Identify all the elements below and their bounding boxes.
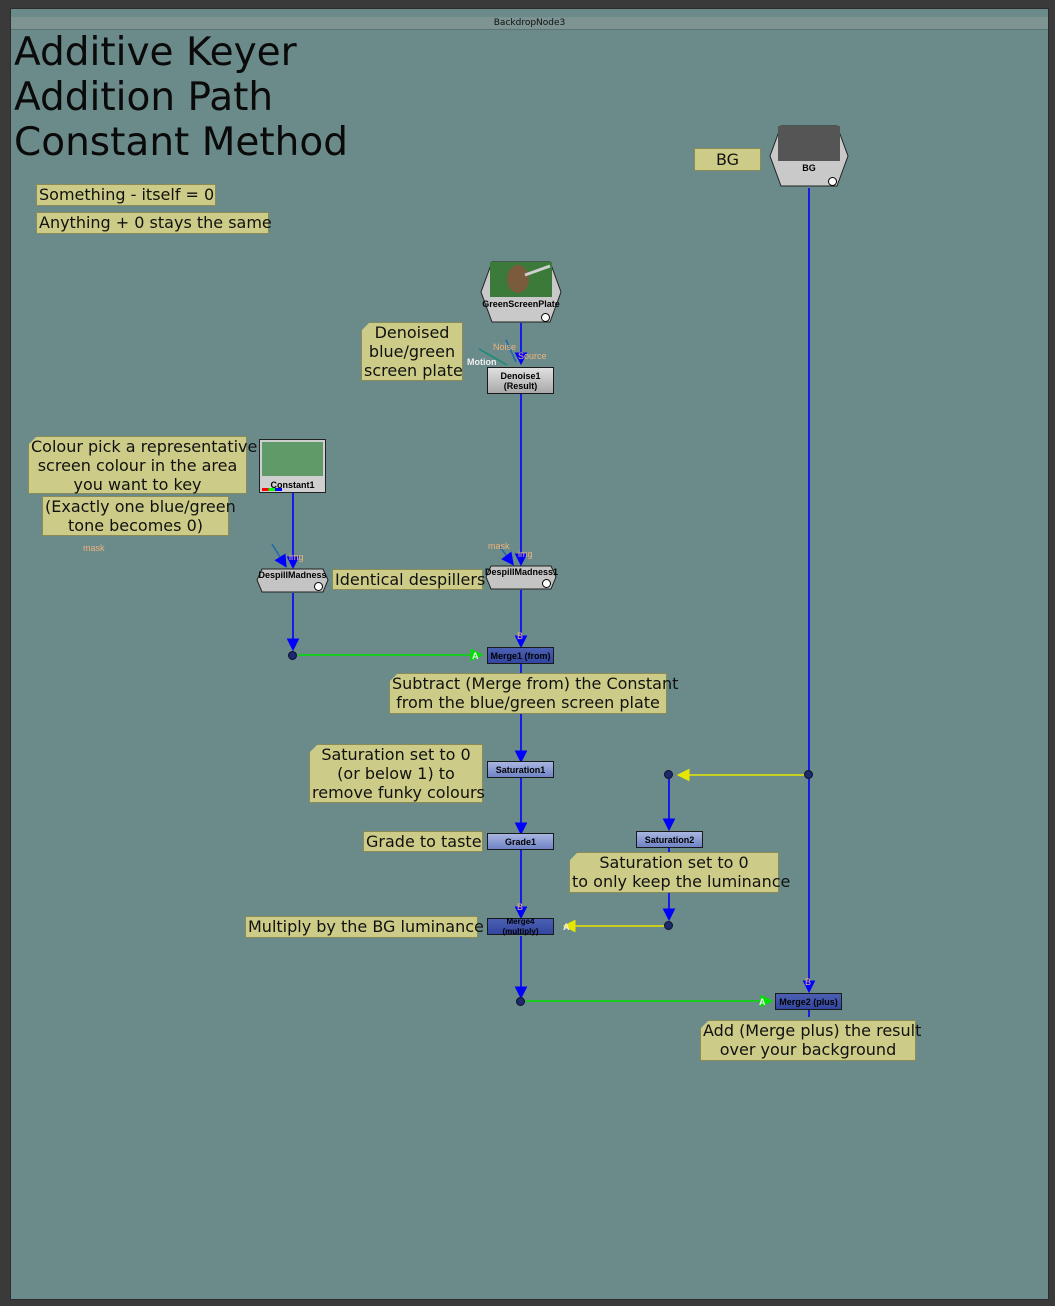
node-greenscreenplate[interactable]: GreenScreenPlate [480,261,562,323]
dot-constant[interactable] [288,651,297,660]
title-line-2: Addition Path [14,75,274,120]
rgb-channel-icon [262,488,282,491]
despill-right-shape [485,565,557,590]
node-constant-label: Constant1 [270,480,315,490]
sticky-exactly-one[interactable]: (Exactly one blue/green tone becomes 0) [42,496,236,536]
port-b-merge2: B [805,977,812,987]
dot-bg-branch[interactable] [804,770,813,779]
bg-node-indicator-icon [828,177,837,186]
node-saturation1[interactable]: Saturation1 [487,761,554,778]
title-line-1: Additive Keyer [14,30,297,75]
despill-left-shape [256,568,329,593]
despill-right-indicator-icon [542,579,551,588]
sticky-colour-pick[interactable]: Colour pick a representative screen colo… [28,436,257,494]
dot-saturation2-output[interactable] [664,921,673,930]
sticky-identical-despillers[interactable]: Identical despillers [332,569,485,590]
dot-saturation2-input[interactable] [664,770,673,779]
node-bg[interactable]: BG [769,125,849,187]
node-greenscreen-label: GreenScreenPlate [482,299,560,309]
port-a-merge2: A [759,997,766,1007]
node-constant1[interactable]: Constant1 [259,439,326,493]
sticky-bg-label[interactable]: BG [694,148,761,171]
node-grade1[interactable]: Grade1 [487,833,554,850]
node-despillmadness[interactable]: DespillMadness [256,568,329,593]
port-source: Source [518,351,547,361]
port-motion: Motion [467,357,497,367]
greenscreen-node-shape [480,261,562,323]
port-b-merge1: B [517,631,524,641]
node-merge2[interactable]: Merge2 (plus) [775,993,842,1010]
node-despillmadness1[interactable]: DespillMadness1 [485,565,559,590]
port-noise: Noise [493,342,517,352]
node-merge4[interactable]: Merge4 (multiply) [487,917,554,936]
sticky-multiply[interactable]: Multiply by the BG luminance [245,916,484,938]
node-bg-label: BG [802,163,816,173]
sticky-denoised[interactable]: Denoised blue/green screen plate [361,322,463,381]
despill-right-label: DespillMadness1 [485,567,559,577]
port-mask-left: mask [83,543,105,553]
bg-node-shape [769,125,849,187]
sticky-grade[interactable]: Grade to taste [363,831,483,852]
sticky-subtract[interactable]: Subtract (Merge from) the Constant from … [389,673,678,714]
node-merge1[interactable]: Merge1 (from) [487,647,554,664]
port-b-merge4: B [517,902,524,912]
port-img-left: img [289,552,304,562]
port-img-right: img [518,549,533,559]
sticky-rule-add[interactable]: Anything + 0 stays the same [36,212,272,234]
title-line-3: Constant Method [14,120,348,165]
node-denoise1[interactable]: Denoise1 (Result) [487,367,554,394]
dot-merge4-output[interactable] [516,997,525,1006]
constant-swatch [262,442,323,476]
despill-left-indicator-icon [314,582,323,591]
sticky-saturation2[interactable]: Saturation set to 0 to only keep the lum… [569,852,790,893]
port-mask-right: mask [488,541,510,551]
port-a-merge1: A [472,651,479,661]
greenscreen-indicator-icon [541,313,550,322]
node-saturation2[interactable]: Saturation2 [636,831,703,848]
sticky-rule-subtract[interactable]: Something - itself = 0 [36,184,216,206]
backdrop-title: BackdropNode3 [11,17,1048,30]
port-a-merge4: A [563,922,570,932]
sticky-saturation1[interactable]: Saturation set to 0 (or below 1) to remo… [309,744,485,803]
despill-left-label: DespillMadness [258,570,327,580]
sticky-add[interactable]: Add (Merge plus) the result over your ba… [700,1020,921,1061]
